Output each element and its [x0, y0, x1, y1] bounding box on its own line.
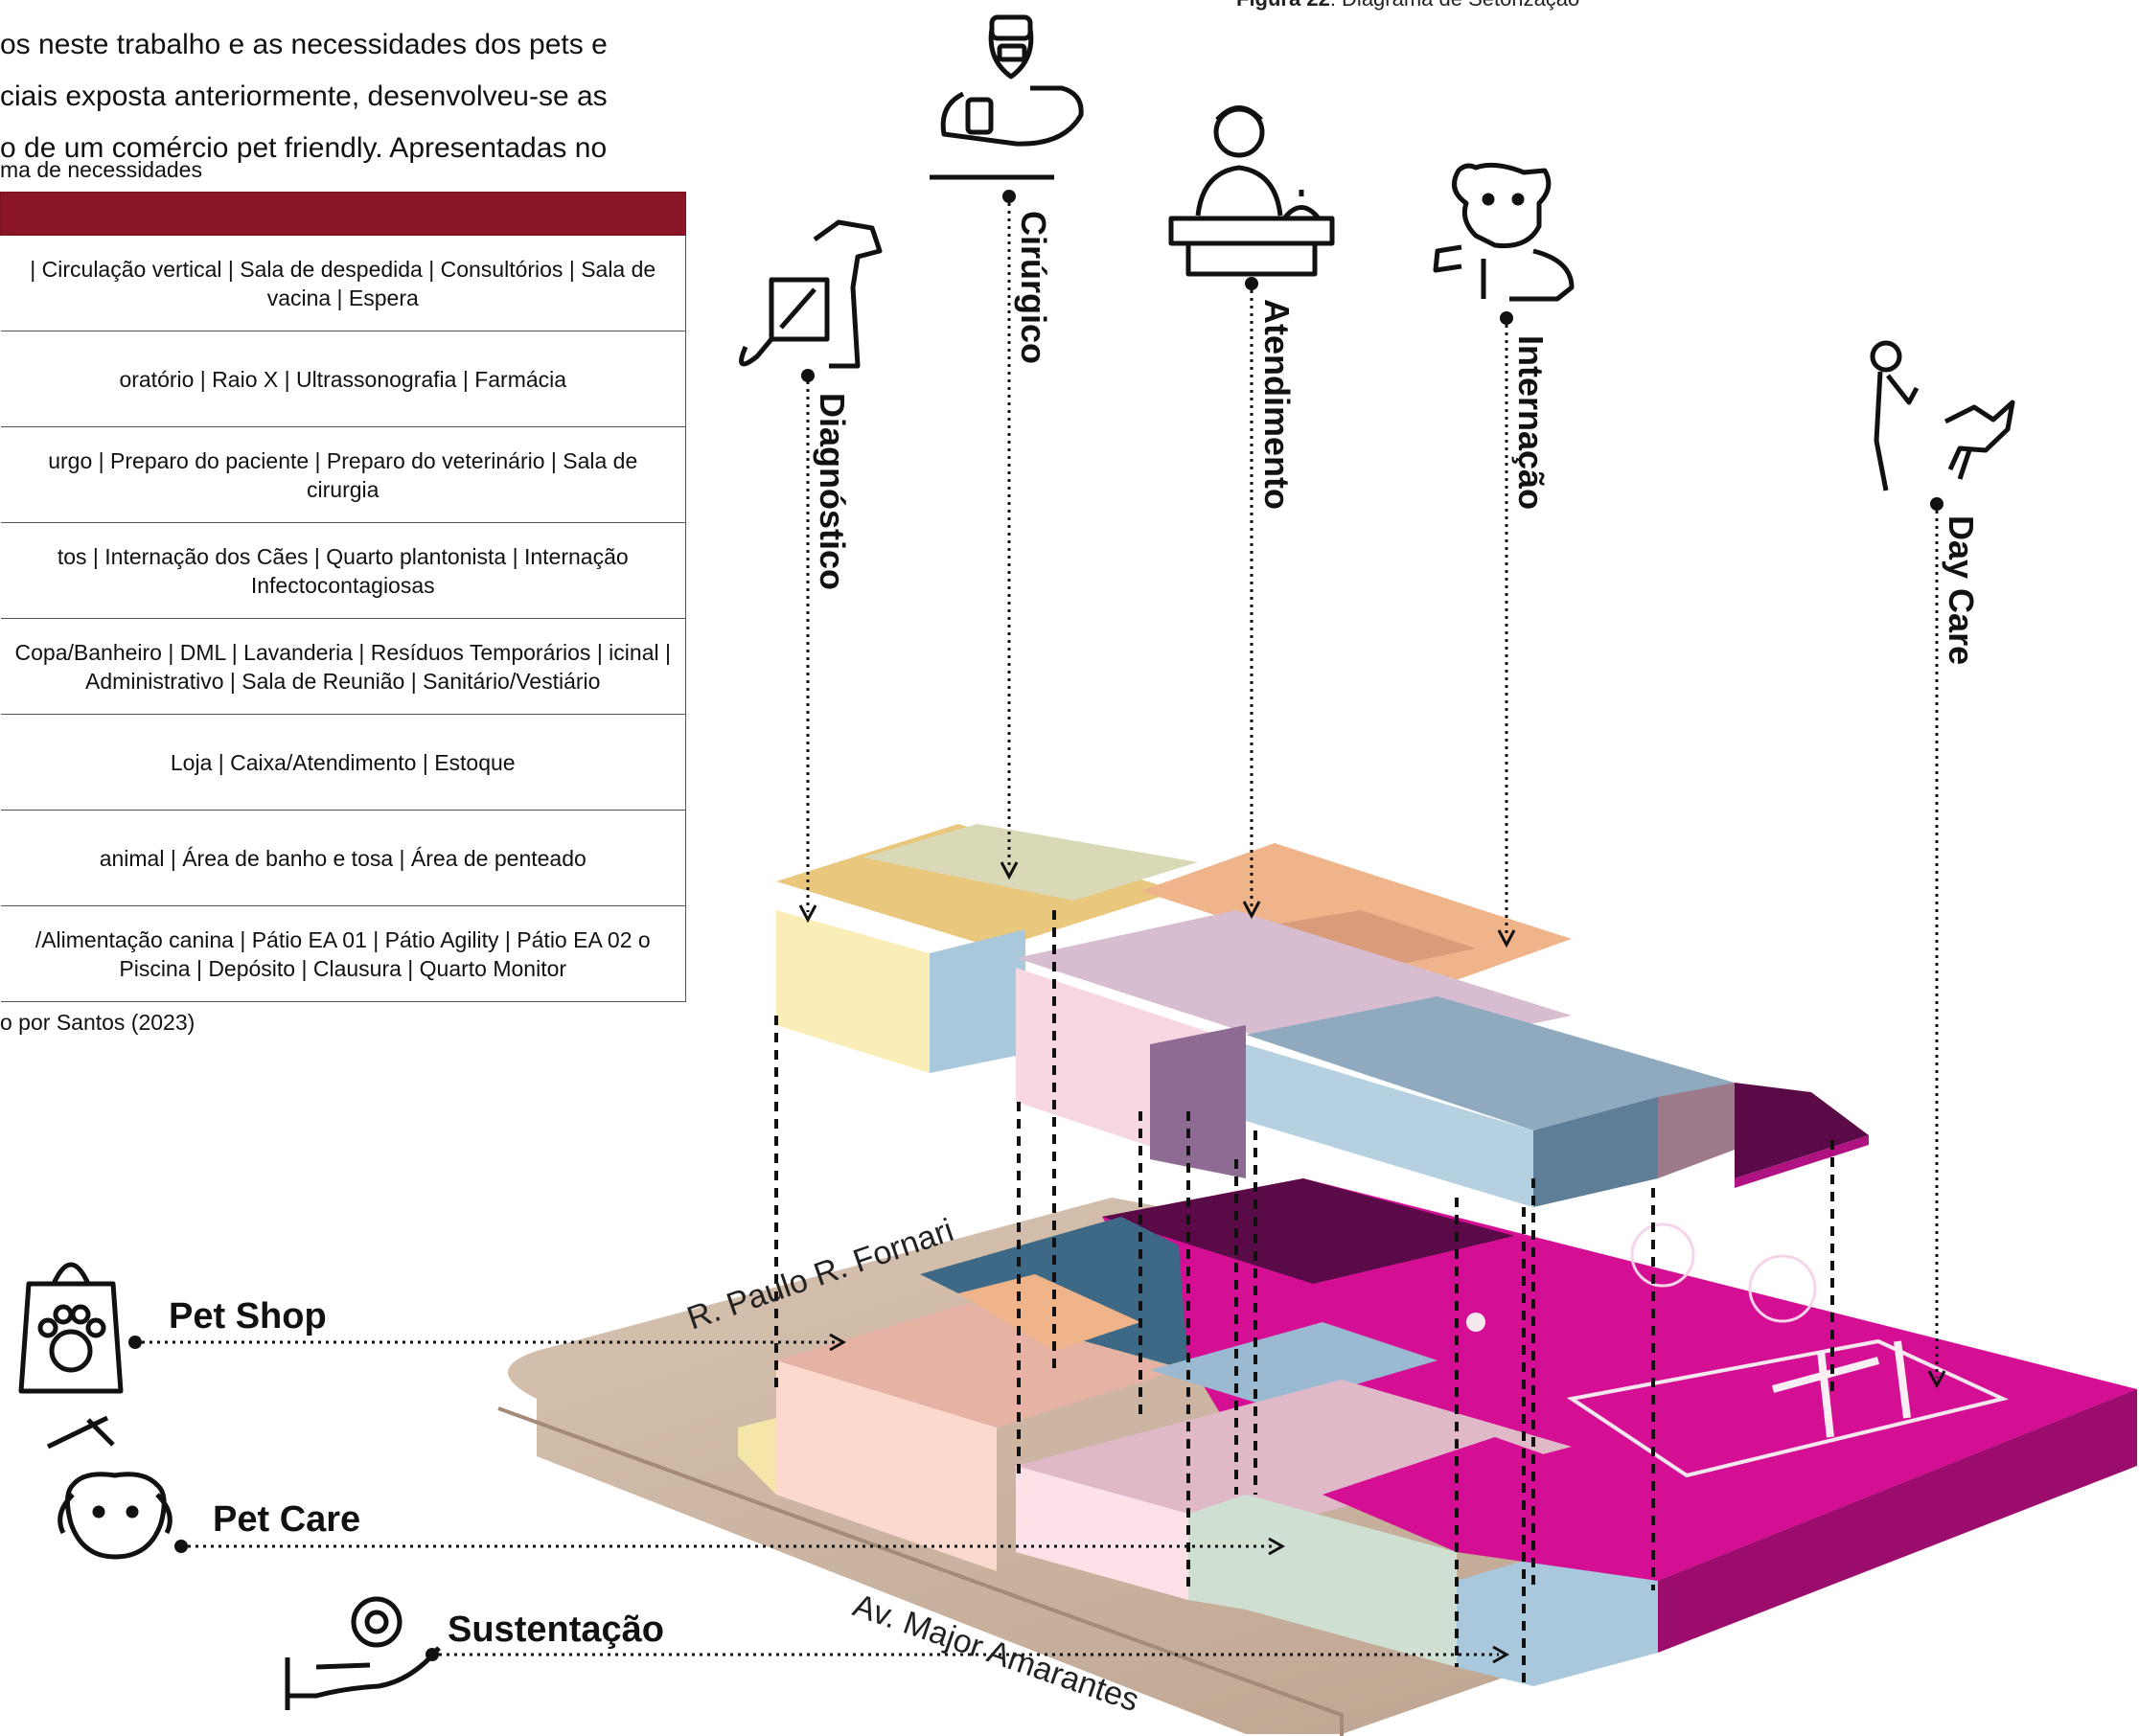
petshop-yellow-strip — [738, 1418, 776, 1495]
needs-table: | Circulação vertical | Sala de despedid… — [0, 192, 686, 1002]
palm-tree — [1630, 1222, 1695, 1288]
atendimento-upper-dark — [1246, 910, 1476, 972]
table-row: Loja | Caixa/Atendimento | Estoque — [0, 714, 686, 811]
internacao-upper-side — [1150, 1025, 1246, 1178]
veterinarian-dog-icon — [930, 14, 1084, 180]
sustentacao-ground-block — [1457, 1552, 1658, 1686]
gear-hand-icon — [285, 1596, 441, 1710]
table-cell: | Circulação vertical | Sala de despedid… — [0, 235, 686, 331]
diagnostico-upper-front — [776, 910, 930, 1073]
figure-caption-label: Figura 22 — [1236, 0, 1330, 11]
table-cell: Copa/Banheiro | DML | Lavanderia | Resíd… — [0, 618, 686, 715]
label-sustentacao: Sustentação — [448, 1610, 664, 1650]
intro-line-3: o de um comércio pet friendly. Apresenta… — [0, 132, 608, 164]
table-cell: Loja | Caixa/Atendimento | Estoque — [0, 714, 686, 811]
callout-atendimento — [1242, 277, 1261, 920]
table-row: | Circulação vertical | Sala de despedid… — [0, 235, 686, 331]
site-ground-edge — [497, 1406, 1344, 1736]
label-petshop: Pet Shop — [169, 1296, 327, 1336]
petcare-block-top — [1016, 1380, 1572, 1533]
ball — [1466, 1313, 1485, 1332]
callout-internacao — [1497, 311, 1516, 948]
callout-petcare — [174, 1537, 1286, 1556]
callout-sustentacao — [426, 1645, 1510, 1664]
daycare-upper-slab — [1735, 1083, 1869, 1178]
table-cell: /Alimentação canina | Pátio EA 01 | Páti… — [0, 905, 686, 1002]
callout-diagnostico — [798, 369, 817, 924]
sustentacao-upper-front — [930, 929, 1025, 1073]
label-diagnostico: Diagnóstico — [813, 393, 852, 590]
table-row: /Alimentação canina | Pátio EA 01 | Páti… — [0, 905, 686, 1002]
receptionist-icon — [1168, 105, 1335, 277]
intro-paragraph: os neste trabalho e as necessidades dos … — [0, 19, 690, 174]
table-source: o por Santos (2023) — [0, 1010, 196, 1035]
petcare-green-block — [1188, 1495, 1457, 1667]
table-row: tos | Internação dos Cães | Quarto plant… — [0, 522, 686, 619]
label-internacao: Internação — [1511, 335, 1551, 510]
xray-dog-icon — [739, 219, 883, 369]
projection-lines — [774, 910, 1834, 1686]
daycare-upper-edge — [1735, 1135, 1869, 1188]
label-daycare: Day Care — [1942, 515, 1981, 665]
petshop-block-top — [776, 1303, 1179, 1428]
intro-line-1: os neste trabalho e as necessidades dos … — [0, 29, 608, 60]
sustentacao-upper-top — [1246, 996, 1735, 1131]
shopping-bag-paw-icon — [18, 1262, 124, 1394]
figure-caption: Figura 22: Diagrama de Setorização — [1236, 0, 1579, 11]
petcare-block-front — [1016, 1466, 1188, 1600]
ground-light-blue — [1150, 1322, 1438, 1408]
label-cirurgico: Cirúrgico — [1014, 211, 1053, 364]
upper-mauve-side — [1658, 1083, 1735, 1178]
callout-cirurgico — [1000, 190, 1019, 880]
table-row: animal | Área de banho e tosa | Área de … — [0, 810, 686, 906]
sustentacao-upper-side — [1533, 1097, 1658, 1207]
daycare-block-side — [1658, 1389, 2137, 1653]
table-row: Copa/Banheiro | DML | Lavanderia | Resíd… — [0, 618, 686, 715]
sustentacao-upper-front — [1246, 1044, 1533, 1207]
daycare-fence — [1566, 1338, 2010, 1478]
table-caption: ma de necessidades — [0, 157, 202, 182]
figure-caption-text: : Diagrama de Setorização — [1330, 0, 1579, 11]
table-cell: oratório | Raio X | Ultrassonografia | F… — [0, 331, 686, 427]
table-cell: tos | Internação dos Cães | Quarto plant… — [0, 522, 686, 619]
agility-structure — [1771, 1340, 1911, 1438]
person-dog-jump-icon — [1870, 340, 2015, 491]
table-row: oratório | Raio X | Ultrassonografia | F… — [0, 331, 686, 427]
petshop-block-front — [776, 1360, 997, 1571]
label-atendimento: Atendimento — [1257, 299, 1297, 510]
ground-magenta-block — [1322, 1437, 1658, 1581]
intro-line-2: ciais exposta anteriormente, desenvolveu… — [0, 80, 608, 112]
dog-shower-icon — [46, 1415, 172, 1560]
ground-orange-block — [958, 1274, 1140, 1351]
palm-tree — [1748, 1254, 1817, 1323]
daycare-patio-dark — [1102, 1178, 1514, 1284]
injured-dog-icon — [1433, 162, 1575, 302]
callout-petshop — [128, 1333, 847, 1352]
table-cell: animal | Área de banho e tosa | Área de … — [0, 810, 686, 906]
cirurgico-upper-top — [862, 824, 1198, 901]
label-petcare: Pet Care — [213, 1499, 360, 1540]
callout-daycare — [1927, 497, 1946, 1389]
